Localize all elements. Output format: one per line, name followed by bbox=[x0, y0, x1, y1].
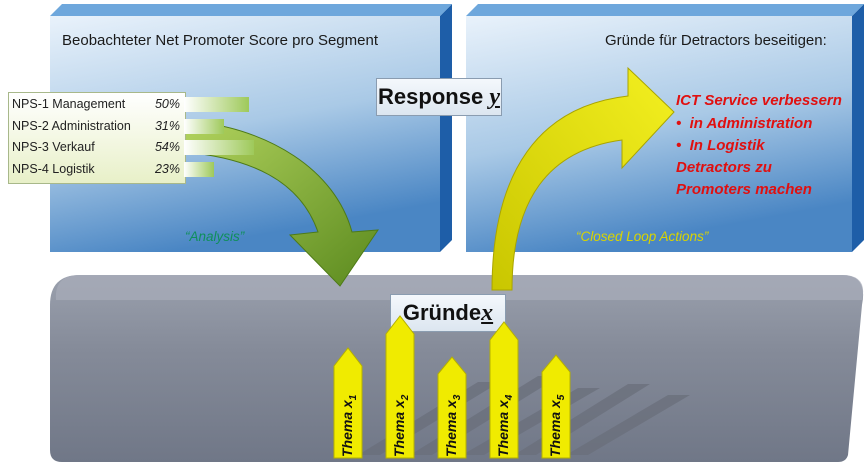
closed-loop-arrow bbox=[491, 66, 675, 291]
segment-bar bbox=[184, 97, 249, 112]
action-bullet-1: • in Administration bbox=[676, 115, 813, 132]
analysis-caption: “Analysis” bbox=[185, 229, 245, 244]
segment-bar bbox=[184, 162, 214, 177]
segment-bar bbox=[184, 140, 254, 155]
action-bullet-1-text: in Administration bbox=[689, 115, 813, 132]
action-line-4: Detractors zu bbox=[676, 159, 772, 176]
action-line-5: Promoters machen bbox=[676, 181, 812, 198]
theme-sub: 3 bbox=[451, 394, 463, 401]
theme-text: Thema x bbox=[339, 400, 355, 457]
theme-sub: 2 bbox=[399, 394, 411, 401]
segment-value: 23% bbox=[154, 162, 180, 176]
action-line-1: ICT Service verbessern bbox=[676, 92, 842, 109]
gruende-box: Gründex bbox=[390, 294, 506, 332]
theme-text: Thema x bbox=[443, 400, 459, 457]
closed-loop-caption: “Closed Loop Actions” bbox=[576, 229, 709, 244]
theme-text: Thema x bbox=[547, 400, 563, 457]
segment-row: NPS-3 Verkauf 54% bbox=[8, 137, 184, 157]
theme-label-4: Thema x4 bbox=[495, 395, 515, 457]
segment-bar bbox=[184, 119, 224, 134]
response-box: Response y bbox=[376, 78, 502, 116]
action-bullet-2: • In Logistik bbox=[676, 137, 765, 154]
theme-text: Thema x bbox=[391, 400, 407, 457]
segment-list-box bbox=[8, 92, 186, 184]
segment-label: NPS-1 Management bbox=[12, 97, 126, 111]
segment-label: NPS-3 Verkauf bbox=[12, 140, 95, 154]
right-panel-title: Gründe für Detractors beseitigen: bbox=[605, 32, 827, 49]
segment-row: NPS-2 Administration 31% bbox=[8, 116, 184, 136]
segment-value: 50% bbox=[154, 97, 180, 111]
segment-row: NPS-4 Logistik 23% bbox=[8, 159, 184, 179]
theme-label-5: Thema x5 bbox=[547, 395, 567, 457]
response-label: Response bbox=[378, 84, 484, 109]
analysis-arrow bbox=[183, 119, 379, 287]
theme-label-1: Thema x1 bbox=[339, 395, 359, 457]
gruende-label: Gründe bbox=[402, 300, 482, 325]
gruende-variable: x bbox=[481, 300, 494, 326]
response-variable: y bbox=[489, 84, 500, 110]
segment-label: NPS-4 Logistik bbox=[12, 162, 95, 176]
action-bullet-2-text: In Logistik bbox=[689, 137, 765, 154]
theme-label-3: Thema x3 bbox=[443, 395, 463, 457]
segment-value: 54% bbox=[154, 140, 180, 154]
theme-sub: 4 bbox=[503, 394, 515, 401]
segment-row: NPS-1 Management 50% bbox=[8, 94, 184, 114]
theme-sub: 5 bbox=[555, 394, 567, 401]
theme-sub: 1 bbox=[347, 394, 359, 401]
segment-label: NPS-2 Administration bbox=[12, 119, 131, 133]
theme-text: Thema x bbox=[495, 400, 511, 457]
segment-value: 31% bbox=[154, 119, 180, 133]
left-panel-title: Beobachteter Net Promoter Score pro Segm… bbox=[62, 32, 378, 49]
actions-panel bbox=[466, 4, 864, 252]
theme-label-2: Thema x2 bbox=[391, 395, 411, 457]
